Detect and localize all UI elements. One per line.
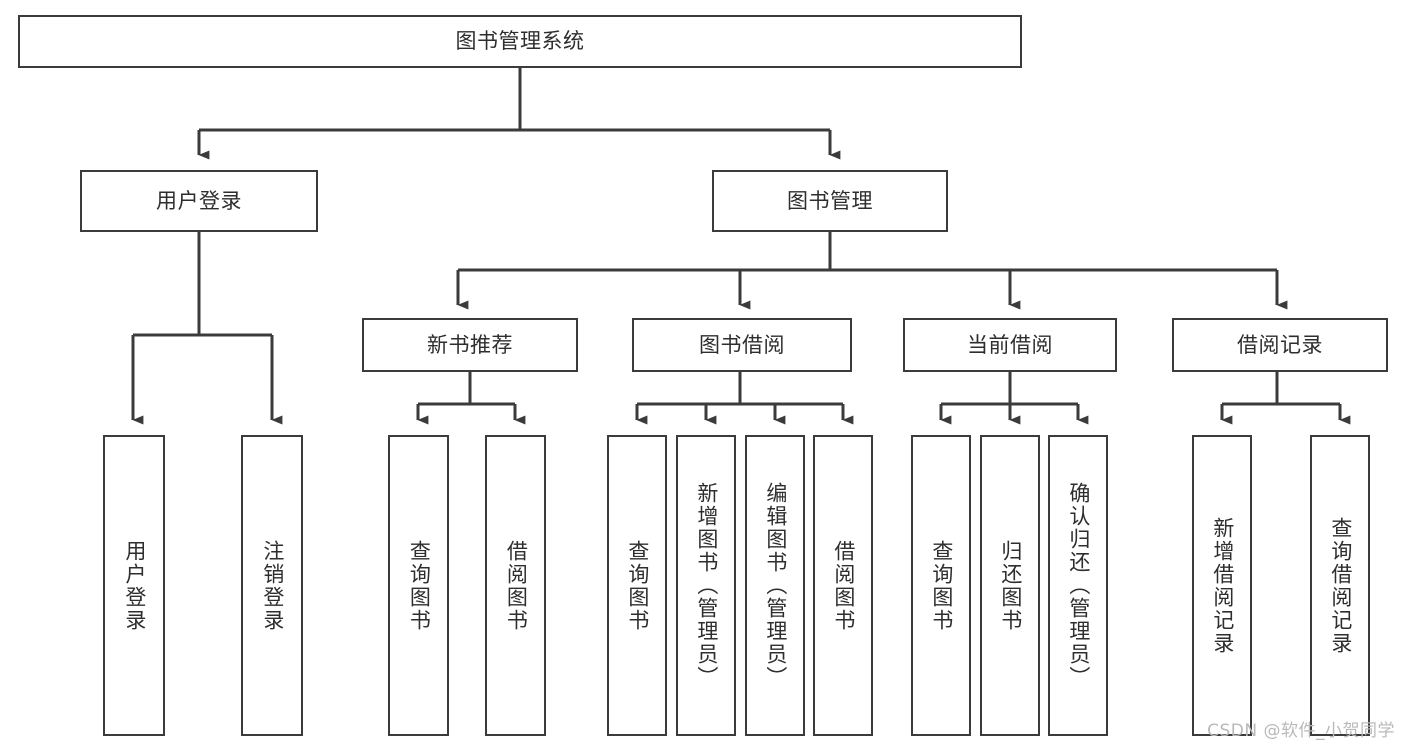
leaf-new-book-borrow-book[interactable]: 借阅图书 [485, 435, 546, 736]
leaf-borrow-record-add-record[interactable]: 新增借阅记录 [1192, 435, 1252, 736]
leaf-user-login-login[interactable]: 用户登录 [103, 435, 165, 736]
leaf-label: 借阅图书 [504, 539, 529, 632]
node-label: 借阅记录 [1237, 332, 1323, 357]
leaf-user-login-logout[interactable]: 注销登录 [241, 435, 303, 736]
leaf-label: 新增借阅记录 [1210, 516, 1235, 655]
node-user-login[interactable]: 用户登录 [80, 170, 318, 232]
leaf-label: 查询借阅记录 [1328, 516, 1353, 655]
node-book-borrow[interactable]: 图书借阅 [632, 318, 852, 372]
node-root-book-management-system[interactable]: 图书管理系统 [18, 15, 1022, 68]
leaf-label: 查询图书 [407, 539, 432, 632]
node-label: 新书推荐 [427, 332, 513, 357]
node-borrow-record[interactable]: 借阅记录 [1172, 318, 1388, 372]
leaf-new-book-query-book[interactable]: 查询图书 [388, 435, 449, 736]
leaf-borrow-record-query-record[interactable]: 查询借阅记录 [1310, 435, 1370, 736]
leaf-label: 注销登录 [260, 539, 285, 632]
node-label: 图书借阅 [699, 332, 785, 357]
leaf-current-borrow-query-book[interactable]: 查询图书 [911, 435, 971, 736]
leaf-book-borrow-add-book-admin[interactable]: 新增图书（管理员） [676, 435, 736, 736]
node-label: 图书管理 [787, 188, 873, 213]
leaf-label: 编辑图书（管理员） [763, 482, 788, 689]
node-current-borrow[interactable]: 当前借阅 [903, 318, 1117, 372]
leaf-label: 查询图书 [929, 539, 954, 632]
leaf-current-borrow-return-book[interactable]: 归还图书 [980, 435, 1040, 736]
leaf-label: 查询图书 [625, 539, 650, 632]
leaf-book-borrow-edit-book-admin[interactable]: 编辑图书（管理员） [745, 435, 805, 736]
leaf-book-borrow-query-book[interactable]: 查询图书 [607, 435, 667, 736]
leaf-label: 归还图书 [998, 539, 1023, 632]
leaf-current-borrow-confirm-return-admin[interactable]: 确认归还（管理员） [1048, 435, 1108, 736]
node-new-book-recommend[interactable]: 新书推荐 [362, 318, 578, 372]
leaf-label: 新增图书（管理员） [694, 482, 719, 689]
node-book-management[interactable]: 图书管理 [712, 170, 948, 232]
node-label: 用户登录 [156, 188, 242, 213]
leaf-book-borrow-borrow-book[interactable]: 借阅图书 [813, 435, 873, 736]
leaf-label: 确认归还（管理员） [1066, 482, 1091, 689]
leaf-label: 用户登录 [122, 539, 147, 632]
node-label: 图书管理系统 [455, 29, 585, 54]
node-label: 当前借阅 [967, 332, 1053, 357]
leaf-label: 借阅图书 [831, 539, 856, 632]
csdn-watermark: CSDN @软件_小贺同学 [1207, 721, 1395, 741]
